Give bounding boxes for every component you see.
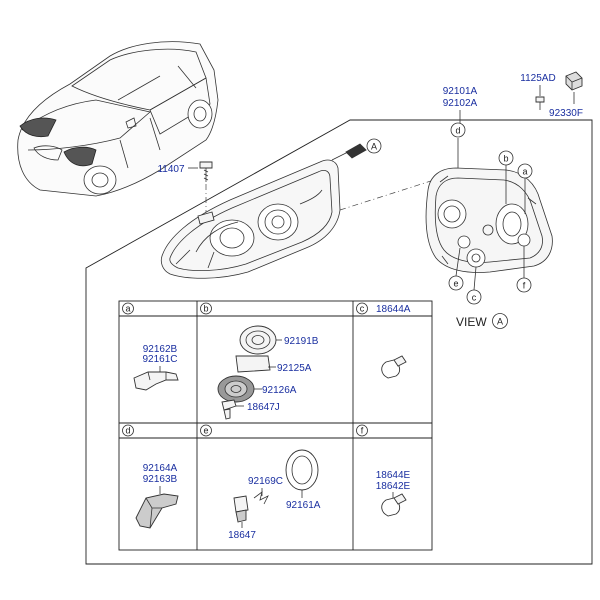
part-number-18642E: 18642E <box>376 481 411 492</box>
view-label: VIEW <box>456 315 487 329</box>
screw-11407 <box>199 161 213 182</box>
cell-callout-b: b <box>203 304 208 314</box>
part-number-18647J: 18647J <box>247 402 280 413</box>
retainer-92169C <box>253 491 269 505</box>
view-a-arrow: A <box>331 138 382 161</box>
callout-c-rear: c <box>472 293 477 303</box>
part-number-92125A: 92125A <box>277 363 312 374</box>
bolt-1125AD <box>535 96 545 110</box>
headlamp-rear-view <box>425 167 553 273</box>
car-headlamp-left <box>19 117 57 138</box>
part-number-18647: 18647 <box>228 530 256 541</box>
callout-d-rear: d <box>455 126 460 136</box>
part-number-1125AD: 1125AD <box>520 73 555 84</box>
cell-callout-e: e <box>203 426 208 436</box>
view-label-callout-A: A <box>497 317 503 327</box>
cell-callout-d: d <box>125 426 130 436</box>
car-illustration <box>17 41 219 197</box>
part-number-92101A: 92101A <box>443 86 478 97</box>
part-number-92163B: 92163B <box>143 474 178 485</box>
socket-harness-d <box>135 493 179 529</box>
dust-cap-92191B <box>239 325 277 355</box>
bulb-18647 <box>233 495 249 523</box>
bulb-18644A <box>381 355 407 379</box>
socket-harness-a <box>133 371 179 391</box>
socket-92126A <box>217 375 255 403</box>
part-number-11407: 11407 <box>157 164 185 175</box>
part-number-92161C: 92161C <box>142 354 177 365</box>
car-headlamp-right <box>63 146 97 167</box>
callout-a-rear: a <box>522 167 527 177</box>
part-number-92169C: 92169C <box>248 476 283 487</box>
headlamp-assembly <box>160 159 341 279</box>
callout-b-rear: b <box>503 154 508 164</box>
part-number-92126A: 92126A <box>262 385 297 396</box>
nut-92330F <box>565 71 583 91</box>
part-number-92162B: 92162B <box>143 344 178 355</box>
cap-92161A <box>285 449 319 491</box>
part-number-92102A: 92102A <box>443 98 478 109</box>
cell-callout-f: f <box>361 426 364 436</box>
bulb-18647J <box>221 399 237 420</box>
part-number-18644A: 18644A <box>376 304 411 315</box>
callout-e-rear: e <box>453 279 458 289</box>
part-number-92330F: 92330F <box>549 108 583 119</box>
cell-callout-c: c <box>360 304 365 314</box>
part-number-92164A: 92164A <box>143 463 178 474</box>
gasket-92125A <box>235 355 271 373</box>
callout-A-arrow: A <box>371 142 377 152</box>
part-number-18644E: 18644E <box>376 470 411 481</box>
bulb-18644E <box>381 493 407 517</box>
part-number-92161A: 92161A <box>286 500 321 511</box>
parts-grid <box>118 300 433 551</box>
callout-f-rear: f <box>523 281 526 291</box>
main-enclosure <box>85 119 593 565</box>
cell-callout-a: a <box>125 304 130 314</box>
part-number-92191B: 92191B <box>284 336 319 347</box>
